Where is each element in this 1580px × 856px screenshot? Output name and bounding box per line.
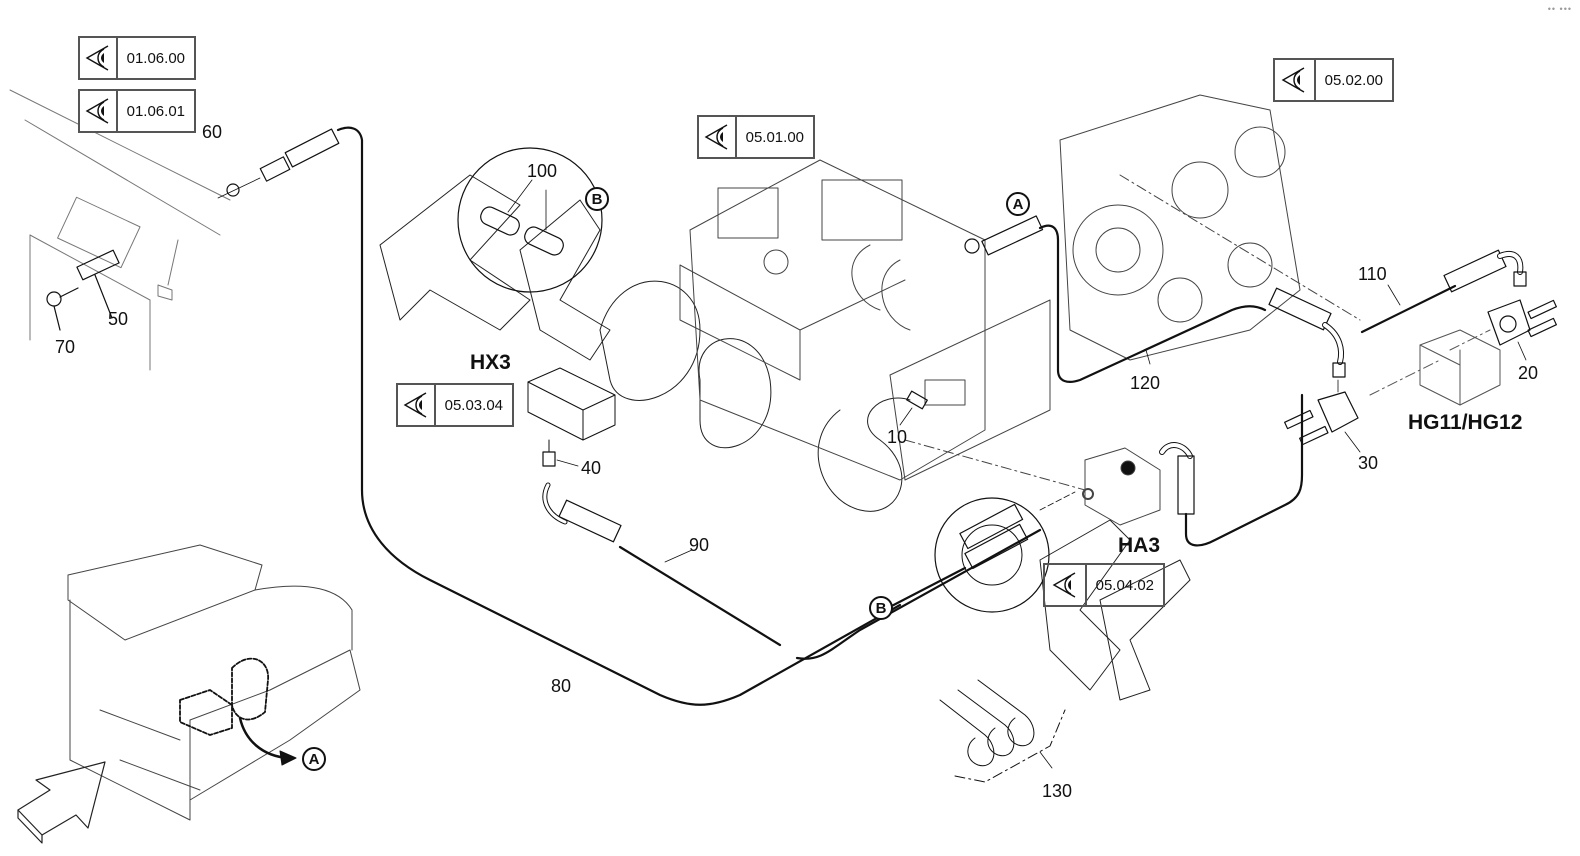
fitting-30 — [1284, 379, 1361, 453]
part-number-120[interactable]: 120 — [1130, 373, 1161, 393]
watermark — [379, 174, 1191, 701]
detail-b-upper — [457, 147, 603, 293]
part-number-90[interactable]: 90 — [689, 535, 710, 555]
fitting-50 — [46, 249, 120, 331]
part-number-60[interactable]: 60 — [202, 122, 223, 142]
group-label-hx3: HX3 — [470, 351, 511, 374]
detail-marker-a-bottom[interactable]: A — [302, 747, 326, 771]
ha3-valve — [904, 393, 1304, 547]
part-number-30[interactable]: 30 — [1358, 453, 1379, 473]
view-direction-arrow — [17, 761, 106, 844]
part-number-130[interactable]: 130 — [1042, 781, 1073, 801]
paver-machine-overview — [67, 544, 361, 821]
hose-80 — [217, 126, 902, 706]
eye-icon — [1275, 60, 1316, 100]
part-number-20[interactable]: 20 — [1518, 363, 1539, 383]
eye-icon — [80, 91, 118, 131]
view-reference-01-06-01[interactable]: 01.06.01 — [78, 89, 196, 133]
bolt-10 — [899, 390, 928, 426]
eye-icon — [80, 38, 118, 78]
detail-marker-b-top[interactable]: B — [585, 187, 609, 211]
view-reference-05-03-04[interactable]: 05.03.04 — [396, 383, 514, 427]
fitting-20 — [1487, 299, 1557, 361]
wall-panel — [9, 89, 231, 371]
view-reference-code: 05.03.04 — [444, 396, 503, 414]
part-number-100[interactable]: 100 — [527, 161, 558, 181]
view-reference-05-01-00[interactable]: 05.01.00 — [697, 115, 815, 159]
eye-icon — [699, 117, 737, 157]
view-reference-05-04-02[interactable]: 05.04.02 — [1043, 563, 1165, 607]
part-number-40[interactable]: 40 — [581, 458, 602, 478]
part-number-70[interactable]: 70 — [55, 337, 76, 357]
part-number-80[interactable]: 80 — [551, 676, 572, 696]
detail-marker-a-top[interactable]: A — [1006, 192, 1030, 216]
view-reference-code: 01.06.01 — [126, 102, 185, 120]
group-label-ha3: HA3 — [1118, 534, 1161, 557]
engine-block — [1059, 94, 1361, 361]
hose-110 — [1268, 249, 1527, 378]
pump-hg11-hg12 — [1369, 329, 1501, 406]
view-reference-code: 05.01.00 — [745, 128, 804, 146]
view-reference-code: 05.02.00 — [1324, 71, 1383, 89]
eye-icon — [1045, 565, 1087, 605]
part-number-10[interactable]: 10 — [887, 427, 908, 447]
eye-icon — [398, 385, 436, 425]
view-reference-code: 01.06.00 — [126, 49, 185, 67]
detail-b-lower — [878, 491, 1076, 614]
corner-indicator: •• ••• — [1547, 4, 1572, 14]
part-number-110[interactable]: 110 — [1358, 264, 1387, 284]
view-reference-05-02-00[interactable]: 05.02.00 — [1273, 58, 1394, 102]
part-number-50[interactable]: 50 — [108, 309, 129, 329]
hx3-block — [527, 367, 616, 467]
hydraulic-tank — [679, 159, 1051, 481]
hose-90 — [542, 482, 1042, 660]
view-reference-01-06-00[interactable]: 01.06.00 — [78, 36, 196, 80]
cable-ties-130 — [939, 679, 1066, 783]
hose-120 — [964, 215, 1267, 383]
view-reference-code: 05.04.02 — [1095, 576, 1154, 594]
group-label-hg11-hg12: HG11/HG12 — [1408, 411, 1523, 434]
detail-marker-b-bottom[interactable]: B — [869, 596, 893, 620]
